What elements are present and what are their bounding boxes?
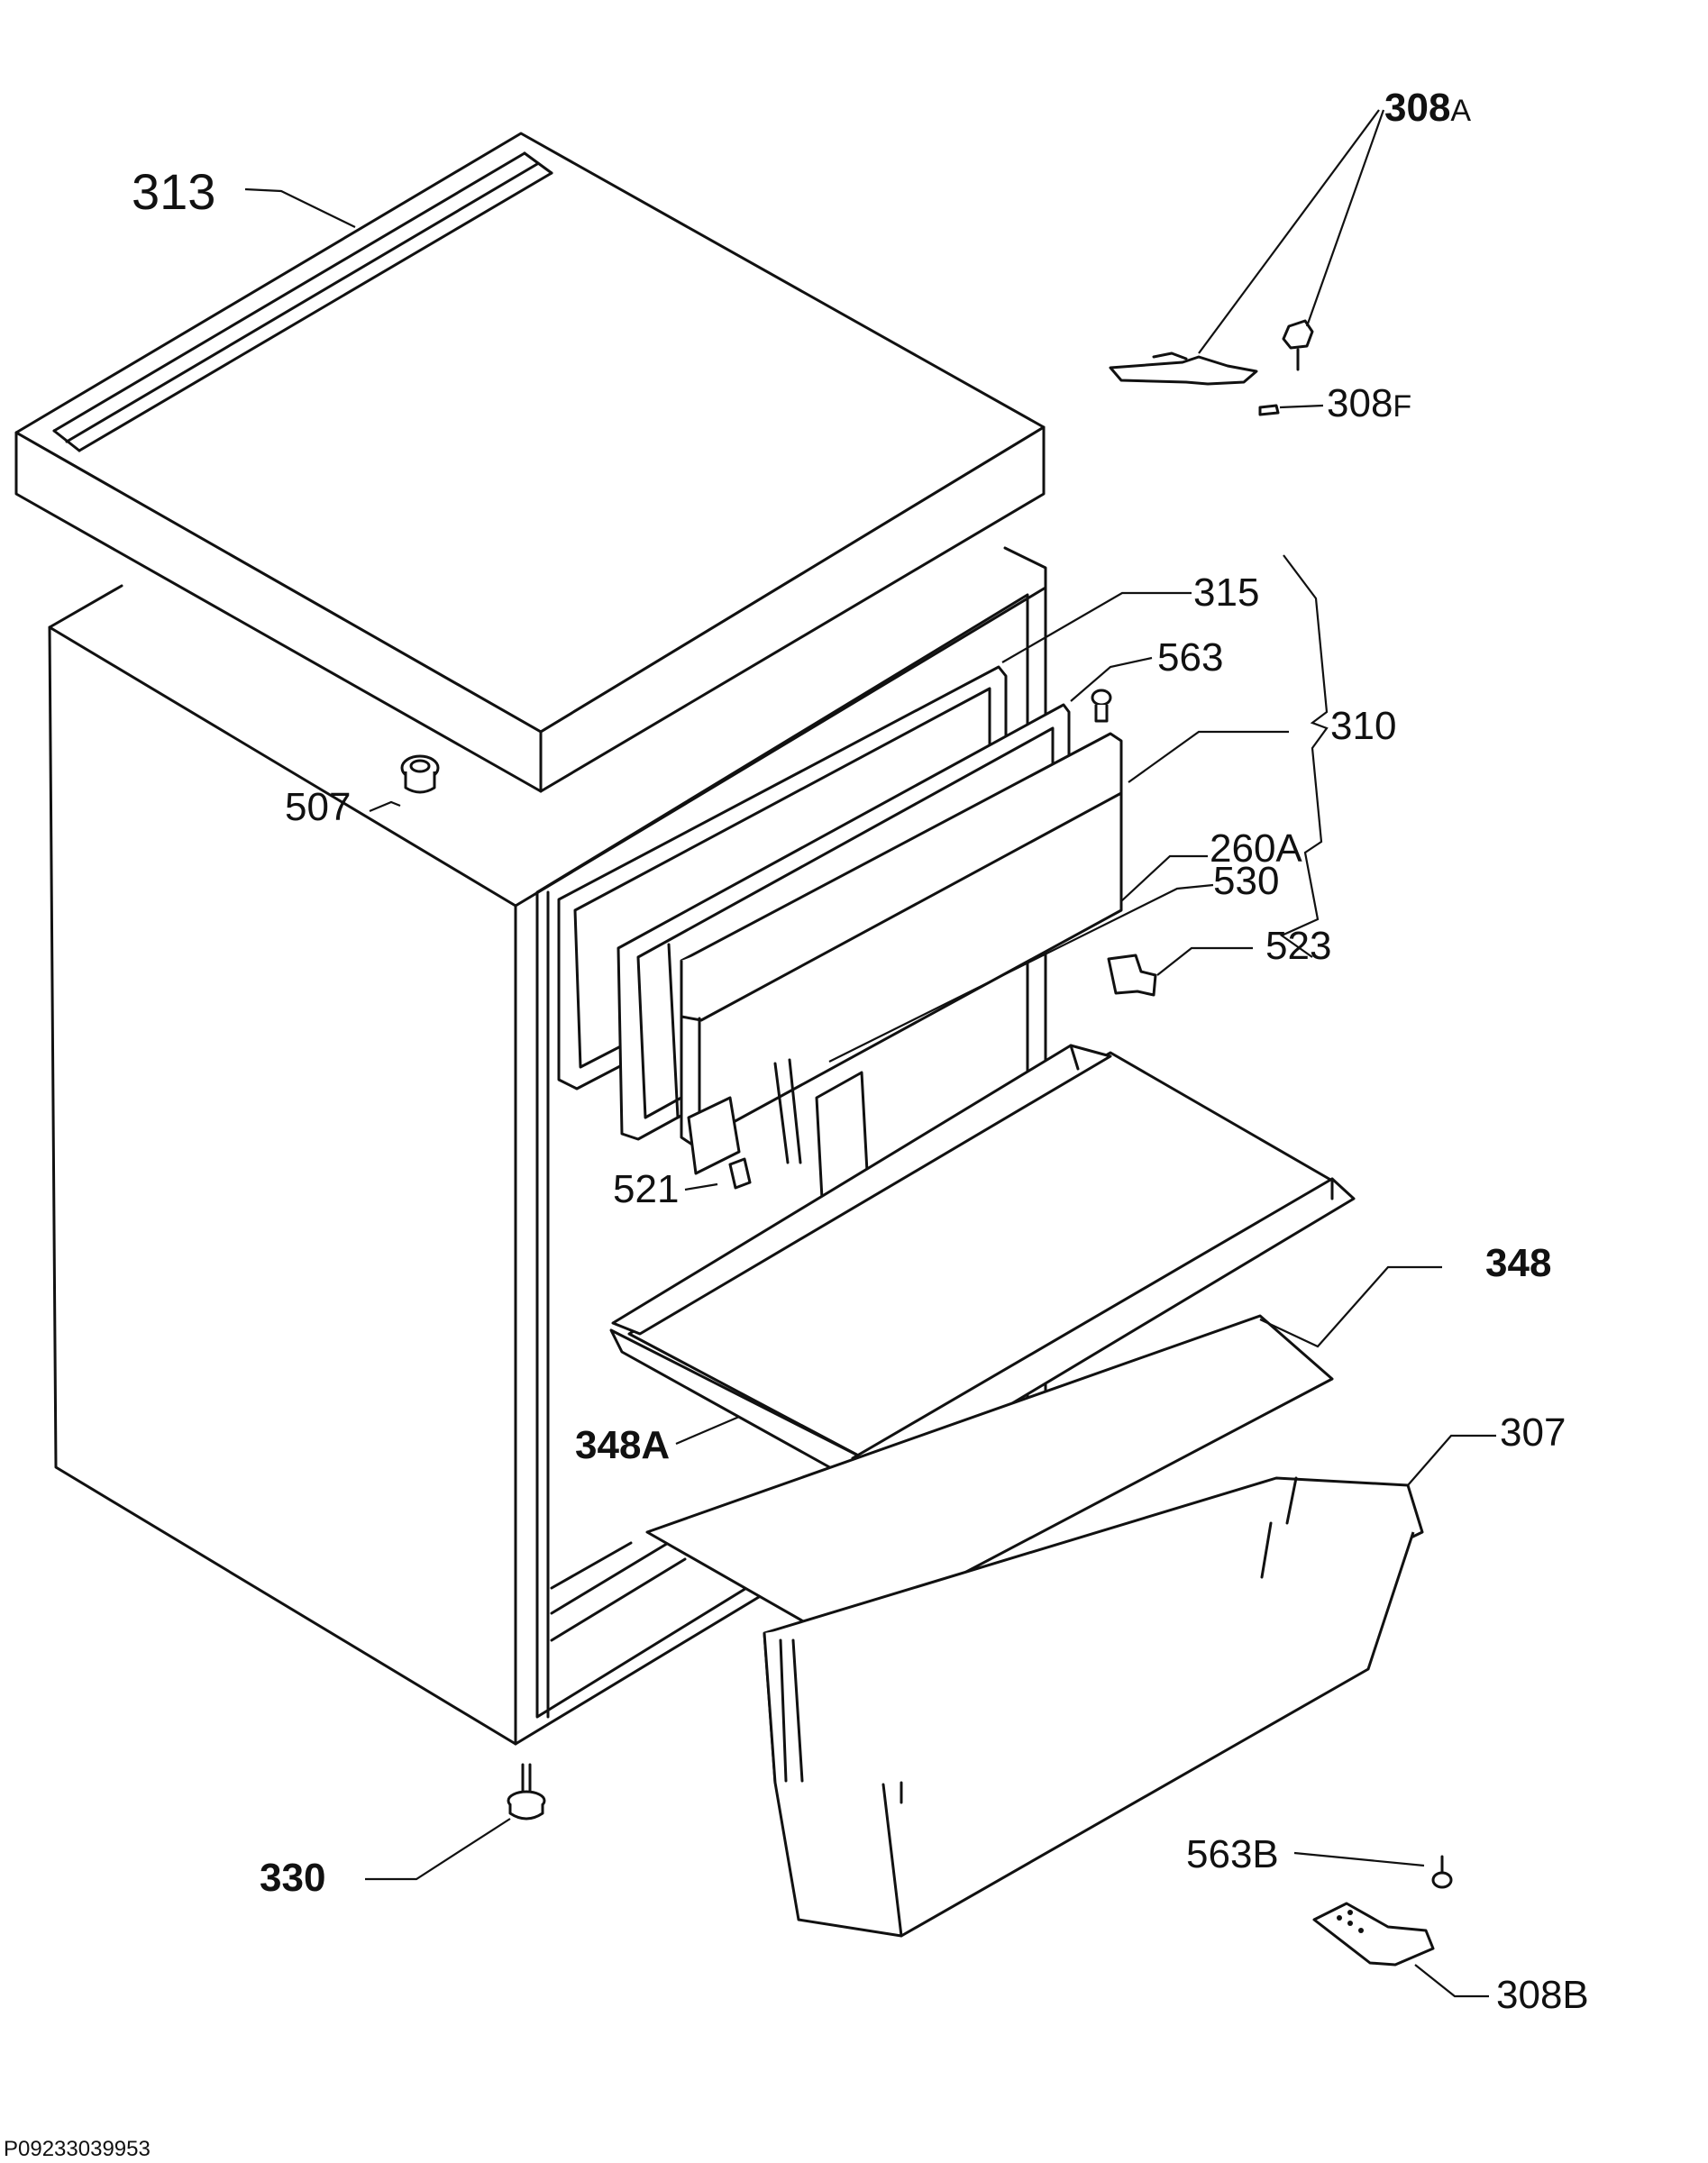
shelf-frame-348a (609, 1044, 1356, 1489)
label-308f: 308F (1327, 381, 1411, 425)
label-523: 523 (1265, 924, 1331, 968)
label-307: 307 (1500, 1410, 1566, 1455)
label-530: 530 (1213, 859, 1279, 903)
bottom-hinge-308b (1312, 1902, 1435, 1967)
door-panel-outer (680, 732, 1123, 1146)
drawer-307 (763, 1476, 1424, 1938)
leader-lines (244, 109, 1496, 1998)
reference-code: P09233039953 (4, 2137, 151, 2161)
label-308b: 308B (1496, 1973, 1589, 2017)
label-308a: 308A (1384, 86, 1471, 130)
part-labels: 313 308A 308F 315 563 310 507 260A 530 5… (132, 86, 1589, 2017)
label-310: 310 (1330, 704, 1396, 748)
label-315: 315 (1193, 570, 1259, 615)
label-348: 348 (1485, 1241, 1551, 1285)
label-563b: 563B (1186, 1832, 1279, 1876)
hinge-pin-308a (1282, 319, 1314, 371)
handle-clip-523 (1107, 954, 1157, 997)
label-507: 507 (285, 785, 351, 829)
glass-shelf-348 (645, 1314, 1334, 1642)
screw-563 (1091, 689, 1112, 723)
cover-plug-507 (400, 754, 440, 794)
top-hinge-308a (1109, 351, 1258, 386)
adjustable-foot-330 (507, 1763, 546, 1821)
screw-308f (1258, 404, 1280, 416)
label-313: 313 (132, 163, 215, 220)
door-stop-pin-521 (728, 1157, 752, 1190)
label-348a: 348A (575, 1423, 670, 1467)
label-330: 330 (260, 1856, 325, 1900)
label-260a: 260A (1210, 826, 1302, 871)
worktop-part-313 (14, 132, 1046, 793)
label-521: 521 (613, 1167, 679, 1211)
label-563: 563 (1157, 635, 1223, 680)
screw-563b (1431, 1855, 1453, 1889)
